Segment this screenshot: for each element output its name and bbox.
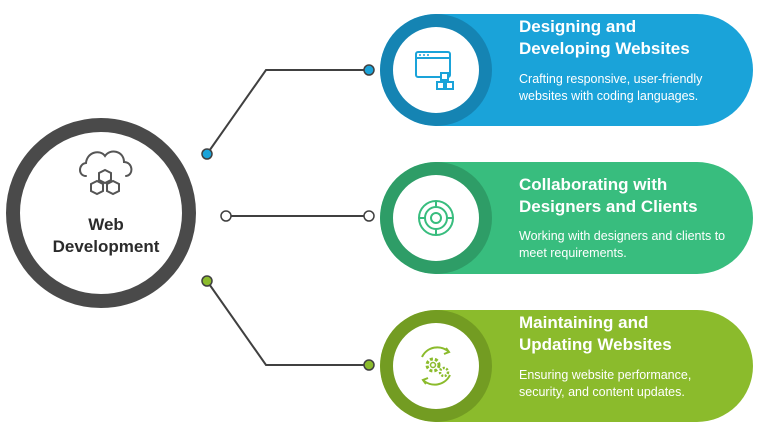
- hub-title: Web Development: [40, 214, 172, 258]
- connector-dot-middle-start: [220, 210, 232, 222]
- icon-holder: [393, 175, 479, 261]
- connector-dot-top-start: [201, 148, 213, 160]
- branch-card-collaborating: Collaborating with Designers and Clients…: [380, 162, 753, 274]
- branch-card-designing: Designing and Developing Websites Crafti…: [380, 14, 753, 126]
- branch-title-line1: Collaborating with: [519, 175, 668, 194]
- cloud-hexagons-icon: [79, 150, 133, 196]
- connector-line-top: [206, 69, 368, 155]
- branch-title-line2: Designers and Clients: [519, 197, 698, 216]
- icon-holder: [393, 323, 479, 409]
- connector-dot-bottom-end: [363, 359, 375, 371]
- icon-disc: [380, 14, 492, 126]
- branch-title: Collaborating with Designers and Clients: [519, 174, 747, 218]
- branch-title: Maintaining and Updating Websites: [519, 312, 747, 356]
- gears-cycle-icon: [421, 346, 451, 386]
- connector-dot-bottom-start: [201, 275, 213, 287]
- branch-title-line1: Maintaining and: [519, 313, 649, 332]
- browser-window-icon: [415, 51, 454, 90]
- branch-card-maintaining: Maintaining and Updating Websites Ensuri…: [380, 310, 753, 422]
- branch-description: Ensuring website performance, security, …: [519, 368, 692, 399]
- branch-description: Working with designers and clients to me…: [519, 229, 726, 260]
- connector-dot-middle-end: [363, 210, 375, 222]
- target-icon: [418, 200, 454, 236]
- branch-title-line2: Developing Websites: [519, 39, 690, 58]
- connector-dot-top-end: [363, 64, 375, 76]
- branch-title-line1: Designing and: [519, 17, 637, 36]
- branch-title: Designing and Developing Websites: [519, 16, 747, 60]
- connector-line-bottom: [206, 280, 368, 366]
- branch-description: Crafting responsive, user-friendly websi…: [519, 72, 703, 103]
- hub-title-line1: Web: [88, 215, 124, 234]
- hub-title-line2: Development: [52, 237, 160, 256]
- icon-disc: [380, 162, 492, 274]
- icon-holder: [393, 27, 479, 113]
- icon-disc: [380, 310, 492, 422]
- branch-title-line2: Updating Websites: [519, 335, 672, 354]
